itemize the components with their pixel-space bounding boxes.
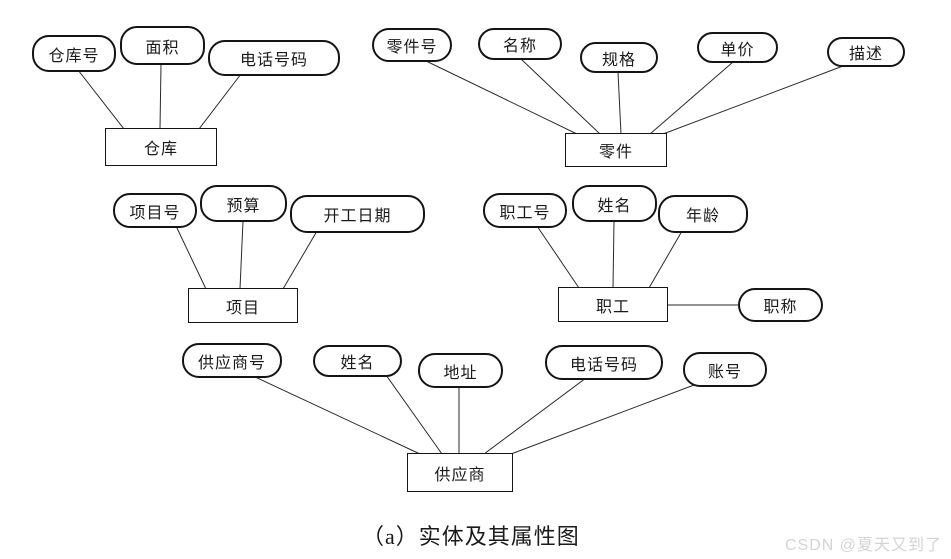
connector-line	[510, 384, 695, 455]
connector-line	[385, 374, 443, 455]
connector-line	[175, 225, 207, 290]
attribute-employee-no: 职工号	[483, 193, 567, 228]
entity-part: 零件	[565, 133, 667, 167]
attribute-part-no: 零件号	[372, 28, 452, 62]
attribute-age: 年龄	[658, 195, 748, 233]
attribute-unit-price: 单价	[697, 32, 778, 63]
attribute-area: 面积	[120, 26, 205, 65]
connector-line	[159, 63, 162, 130]
connector-line	[612, 220, 615, 289]
attribute-warehouse-no: 仓库号	[32, 35, 116, 72]
attribute-spec: 规格	[580, 42, 658, 73]
attribute-start-date: 开工日期	[290, 195, 425, 233]
connector-line	[536, 225, 580, 289]
connector-line	[282, 230, 318, 290]
attribute-project-no: 项目号	[113, 193, 197, 228]
connector-line	[423, 59, 578, 135]
entity-supplier: 供应商	[407, 453, 513, 492]
attribute-address: 地址	[418, 353, 503, 388]
connector-line	[649, 61, 734, 135]
attribute-supplier-phone: 电话号码	[545, 345, 663, 380]
entity-employee: 职工	[558, 287, 668, 322]
entity-warehouse: 仓库	[105, 128, 217, 166]
connector-line	[617, 71, 622, 135]
attribute-budget: 预算	[200, 185, 287, 222]
figure-caption: （a）实体及其属性图	[362, 524, 580, 549]
connector-line	[77, 69, 125, 130]
attribute-employee-name: 姓名	[572, 185, 657, 222]
connector-line	[252, 375, 421, 455]
attribute-description: 描述	[827, 37, 905, 67]
connector-line	[520, 58, 601, 135]
attribute-supplier-no: 供应商号	[182, 343, 282, 378]
connector-line	[239, 220, 244, 290]
attribute-title: 职称	[738, 288, 823, 322]
connector-line	[483, 377, 587, 455]
entity-project: 项目	[188, 288, 298, 323]
attribute-part-name: 名称	[478, 28, 562, 60]
attribute-warehouse-phone: 电话号码	[208, 40, 340, 76]
attribute-supplier-name: 姓名	[313, 345, 402, 377]
connector-line	[662, 65, 844, 135]
csdn-watermark: CSDN @夏天又到了	[785, 537, 943, 554]
attribute-account-no: 账号	[683, 352, 767, 387]
connector-line	[198, 73, 242, 130]
connector-line	[648, 230, 683, 289]
